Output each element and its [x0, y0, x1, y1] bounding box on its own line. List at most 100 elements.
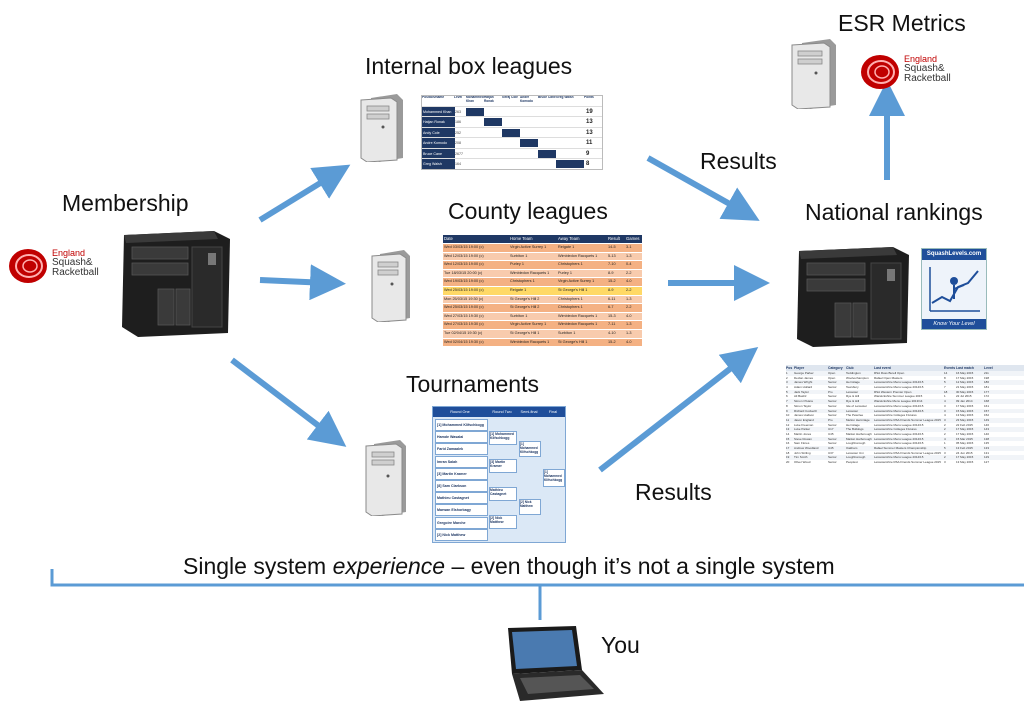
rankings-cell: Loughborough	[846, 441, 866, 446]
county-cell: St George's Hill 2	[510, 305, 540, 310]
rankings-header-cell: Events	[944, 366, 956, 370]
squashlevels-title: SquashLevels.com	[922, 249, 986, 260]
county-table-row: Tue 02/04/15 19:30 (c)St George's Hill 1…	[443, 328, 642, 338]
rankings-cell: 129	[984, 455, 990, 460]
rankings-cell: 23 May 2015	[956, 417, 974, 422]
county-cell: Wed 27/03/15 19:30 (c)	[444, 313, 484, 318]
rankings-cell: 172	[984, 394, 990, 399]
box-player-level: 186	[455, 120, 461, 125]
rankings-cell: Leicestershire Mens League 2014/15	[874, 455, 924, 460]
county-cell: Reigate 1	[558, 245, 575, 249]
county-cell: Surbiton 1	[510, 313, 528, 318]
county-cell: Mon 25/03/15 19:30 (c)	[444, 296, 484, 301]
esr-line1: England	[904, 54, 938, 64]
county-cell: 6-11	[608, 296, 616, 301]
rankings-cell: Tim Smith	[794, 455, 808, 460]
county-table-row: Wed 03/03/15 19:00 (c)Virgin Active Surr…	[443, 243, 642, 252]
box-player-name: Hatjan Ronak	[422, 117, 455, 128]
rankings-cell: Luke Freeman	[794, 422, 814, 427]
draw-finalist: [2] Nick Matthew	[519, 499, 541, 515]
county-cell: 2-2	[626, 270, 632, 275]
county-cell: Surbiton 1	[558, 330, 576, 335]
rankings-cell: James Hudson	[794, 413, 815, 418]
rankings-cell: Senior	[828, 399, 837, 404]
rankings-cell: Leicestershire Colleges Fixtures	[874, 413, 917, 418]
arrow-tournaments-to-rankings	[598, 346, 759, 473]
rankings-cell: Open	[828, 371, 836, 375]
rankings-cell: 15 May 2015	[956, 408, 974, 413]
rankings-cell: 8	[944, 375, 946, 380]
draw-champion: [1] Mohammed Klifschkogg	[543, 469, 565, 487]
rankings-cell: Richard Cockerill	[794, 408, 817, 413]
rankings-cell: 6	[786, 394, 788, 399]
rankings-cell: 22 Feb 2015	[956, 422, 973, 427]
county-cell: Wimbledon Racquets 1	[558, 322, 598, 327]
rankings-cell: Warwickshire Mens League 2013/14	[874, 399, 923, 404]
box-header-cell: Mohammed Khan	[466, 96, 484, 103]
rankings-cell: 14	[944, 371, 948, 375]
esr-line3: Racketball	[904, 73, 951, 84]
box-header-cell: Andre Komodo	[520, 96, 533, 103]
rankings-cell: Senior	[828, 460, 837, 465]
rankings-cell: Martin Jones	[794, 431, 812, 436]
county-cell: Wimbledon Racquets 1	[510, 270, 550, 275]
box-diagonal-cell	[520, 139, 538, 148]
draw-entry: Gregoire Marche	[435, 516, 488, 529]
box-header-cell: Position/Name	[422, 96, 445, 99]
rankings-cell: 17 May 2015	[956, 427, 974, 432]
rankings-cell: 19	[786, 455, 790, 460]
rankings-cell: 4	[944, 413, 946, 418]
rankings-cell: 140	[984, 431, 990, 436]
rankings-cell: 3	[786, 380, 788, 385]
esr-server-icon	[791, 39, 836, 109]
esr-line2: Squash&	[52, 257, 93, 268]
rankings-cell: 8	[786, 403, 788, 408]
rankings-cell: 18	[786, 450, 790, 455]
rankings-cell: 13 May 2015	[956, 460, 974, 465]
rankings-cell: Warwickshire Summer League 2015	[874, 394, 923, 399]
county-cell: Wimbledon Racquets 1	[558, 253, 598, 258]
county-cell: Virgin Active Surrey 1	[510, 322, 547, 327]
draw-round-header: Semi-final	[517, 407, 542, 417]
draw-winner: [2] Nick Matthew	[489, 515, 517, 529]
box-header-cell: Geraj Cole	[502, 96, 518, 99]
draw-finalist: [1] Mohammed Klifschkogg	[519, 441, 541, 457]
rankings-cell: Isle of Leicester	[846, 403, 868, 408]
county-cell: Wimbledon Racquets 1	[558, 313, 598, 318]
rankings-cell: The Bulldogs	[846, 427, 864, 432]
rankings-cell: Senior	[828, 422, 837, 427]
arrow-membership-to-box	[258, 164, 351, 223]
rankings-cell: 15	[786, 436, 790, 441]
rankings-cell: 131	[984, 450, 990, 455]
rankings-cell: Rafael Open Masters	[874, 375, 903, 380]
county-cell: 4-0	[626, 279, 632, 284]
rankings-cell: 13	[786, 427, 790, 432]
rankings-cell: 2	[944, 431, 946, 436]
laptop-icon	[508, 626, 604, 701]
rankings-cell: Senior	[828, 394, 837, 399]
rankings-cell: U45	[828, 446, 834, 450]
rankings-cell: Leicestershire Mens League 2014/15	[874, 403, 924, 408]
esr-logo-metrics: England Squash& Racketball	[860, 52, 970, 92]
rankings-cell: 4	[944, 399, 946, 404]
rankings-cell: 13 Feb 2015	[956, 446, 973, 450]
internal-box-leagues-label: Internal box leagues	[365, 53, 573, 79]
box-player-name: Greg Walsh	[422, 159, 455, 169]
draw-entry: Farid Zamaalek	[435, 443, 488, 456]
county-header-cell: Date	[444, 236, 453, 241]
draw-round-header: Final	[541, 407, 565, 417]
county-cell: Virgin Active Surrey 1	[510, 245, 547, 249]
county-cell: Purley 1	[510, 262, 524, 267]
caption-before: Single system	[183, 553, 333, 579]
county-league-server-icon	[371, 250, 410, 322]
